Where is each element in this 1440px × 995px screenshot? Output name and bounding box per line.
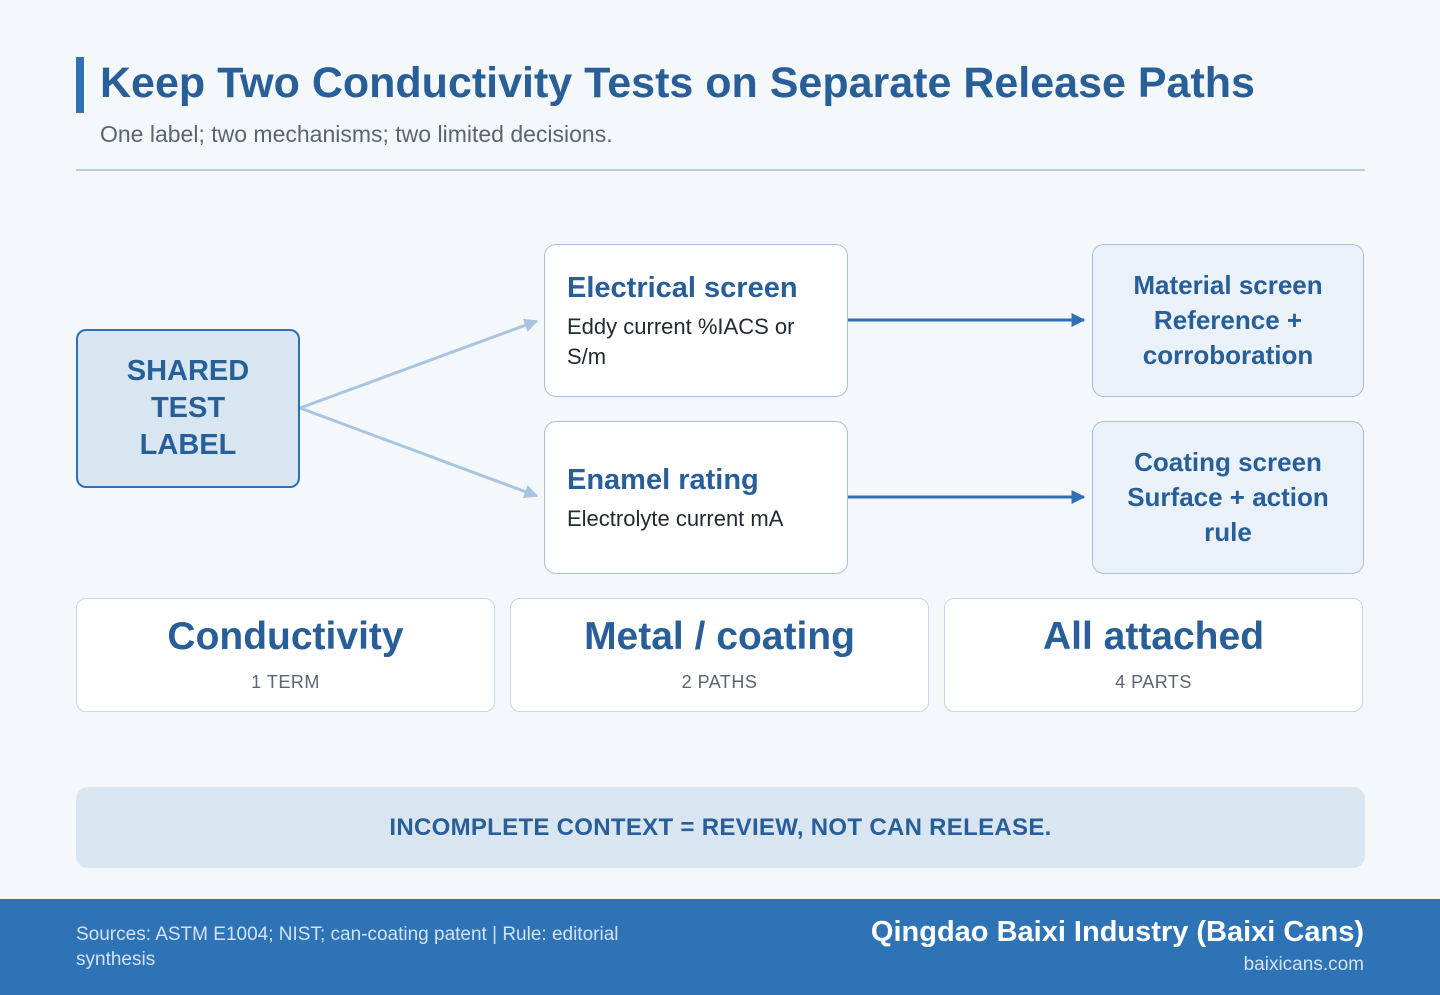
stat-caption: 1 TERM — [251, 672, 320, 692]
page-title: Keep Two Conductivity Tests on Separate … — [100, 59, 1255, 107]
shared-test-label-text: SHARED TEST LABEL — [126, 355, 250, 461]
review-rule-banner: INCOMPLETE CONTEXT = REVIEW, NOT CAN REL… — [76, 787, 1365, 868]
coating-screen-node: Coating screen Surface + action rule — [1092, 421, 1364, 574]
review-rule-text: INCOMPLETE CONTEXT = REVIEW, NOT CAN REL… — [389, 813, 1052, 841]
electrical-screen-title: Electrical screen — [567, 271, 798, 304]
footer-company-name: Qingdao Baixi Industry (Baixi Cans) — [870, 916, 1364, 948]
stat-card-term: Conductivity 1 TERM — [76, 598, 495, 712]
electrical-screen-node: Electrical screen Eddy current %IACS or … — [544, 244, 848, 397]
title-accent-bar — [76, 57, 84, 113]
footer-website: baixicans.com — [1243, 954, 1364, 975]
enamel-rating-node: Enamel rating Electrolyte current mA — [544, 421, 848, 574]
footer-sources: Sources: ASTM E1004; NIST; can-coating p… — [76, 924, 619, 970]
stat-card-parts: All attached 4 PARTS — [944, 598, 1363, 712]
stat-value: All attached — [1042, 615, 1265, 658]
stat-card-paths: Metal / coating 2 PATHS — [510, 598, 929, 712]
stat-caption: 2 PATHS — [681, 672, 758, 692]
material-screen-node: Material screen Reference + corroboratio… — [1092, 244, 1364, 397]
footer: Sources: ASTM E1004; NIST; can-coating p… — [0, 899, 1440, 995]
stat-value: Conductivity — [167, 615, 404, 658]
shared-test-label-node: SHARED TEST LABEL — [76, 329, 300, 488]
material-screen-text: Material screen Reference + corroboratio… — [1133, 270, 1323, 370]
enamel-rating-title: Enamel rating — [567, 463, 759, 496]
arrow-label-to-enamel — [299, 406, 539, 499]
enamel-rating-detail: Electrolyte current mA — [567, 505, 784, 531]
coating-screen-text: Coating screen Surface + action rule — [1127, 447, 1329, 547]
stat-caption: 4 PARTS — [1115, 672, 1192, 692]
electrical-screen-detail: Eddy current %IACS or S/m — [567, 313, 795, 369]
arrow-label-to-electrical — [299, 318, 539, 410]
header-divider — [76, 169, 1365, 171]
page-subtitle: One label; two mechanisms; two limited d… — [100, 121, 613, 147]
stat-value: Metal / coating — [584, 615, 855, 658]
